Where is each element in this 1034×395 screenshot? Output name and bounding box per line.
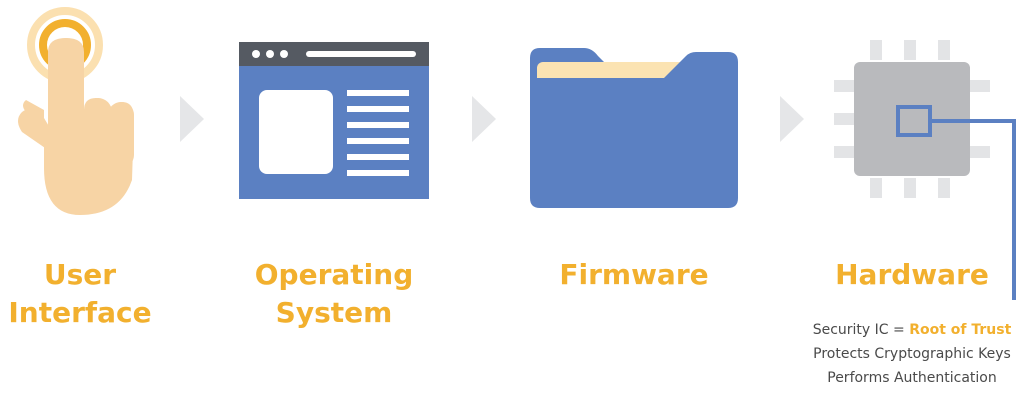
step-label-line1: Operating [254,258,414,291]
step-label-line1: Hardware [835,258,989,291]
step-label-firmware: Firmware [544,256,724,294]
chevron-right-icon [780,96,804,142]
callout-line-3: Performs Authentication [827,370,997,386]
pointing-hand-icon [18,7,134,215]
root-of-trust-highlight: Root of Trust [909,322,1012,338]
step-label-line2: System [275,296,393,329]
step-label-hardware: Hardware [822,256,1002,294]
step-label-user-interface: User Interface [0,256,160,332]
callout-connector-line [930,119,1016,300]
chevron-right-icon [180,96,204,142]
microchip-icon [834,40,990,198]
browser-window-icon [239,42,429,199]
step-label-line1: User [43,258,117,291]
callout-prefix: Security IC = [812,322,910,338]
callout-line-1: Security IC = Root of Trust [790,318,1034,342]
security-ic-callout: Security IC = Root of Trust Protects Cry… [790,318,1034,390]
callout-line-2: Protects Cryptographic Keys [813,346,1011,362]
folder-icon [530,48,738,208]
step-label-line1: Firmware [559,258,709,291]
chevron-right-icon [472,96,496,142]
step-label-line2: Interface [8,296,152,329]
step-label-operating-system: Operating System [244,256,424,332]
